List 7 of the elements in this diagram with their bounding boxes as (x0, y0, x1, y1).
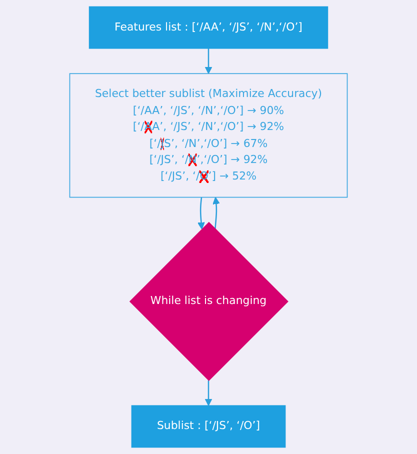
arrow (204, 48, 212, 74)
arrow (204, 380, 212, 406)
process-box: Features list : [‘/AA’, ‘/JS’, ‘/N’,‘/O’] (88, 6, 328, 49)
decision-diamond: While list is changing (129, 222, 288, 381)
arrow (212, 196, 220, 230)
arrow (198, 197, 205, 230)
process-box: Sublist : [‘/JS’, ‘/O’] (131, 405, 286, 448)
